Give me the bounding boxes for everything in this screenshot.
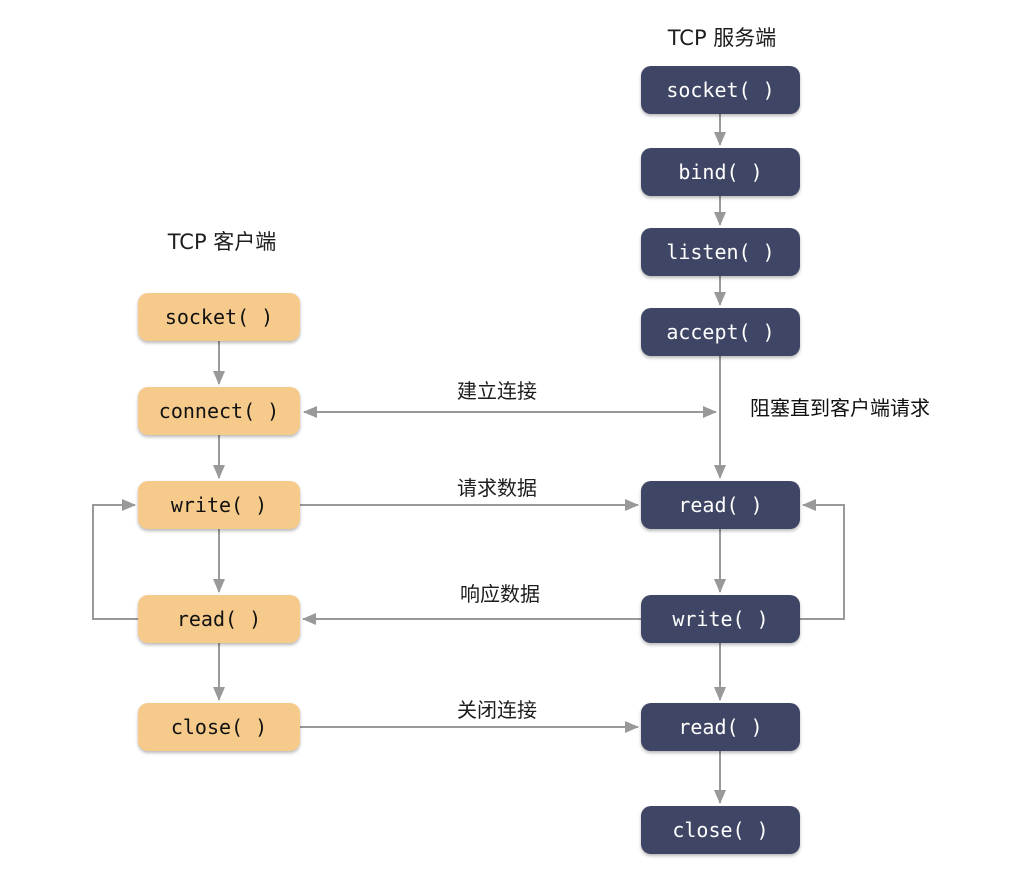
label-response-data: 响应数据: [460, 582, 540, 606]
server-box-accept: accept( ): [641, 308, 800, 356]
client-box-socket: socket( ): [138, 293, 300, 341]
block-until-client-request-note: 阻塞直到客户端请求: [750, 396, 930, 420]
server-box-write: write( ): [641, 595, 800, 643]
server-column-title: TCP 服务端: [667, 26, 777, 50]
client-box-close: close( ): [138, 703, 300, 751]
client-box-connect: connect( ): [138, 387, 300, 435]
server-box-listen: listen( ): [641, 228, 800, 276]
client-box-write: write( ): [138, 481, 300, 529]
client-box-read: read( ): [138, 595, 300, 643]
arrow-server-loop-write-to-read: [800, 499, 845, 620]
server-box-bind: bind( ): [641, 148, 800, 196]
label-close-connection: 关闭连接: [457, 698, 537, 722]
label-request-data: 请求数据: [457, 476, 537, 500]
arrow-client-loop-read-to-write: [92, 499, 138, 620]
server-box-read-1: read( ): [641, 481, 800, 529]
server-box-socket: socket( ): [641, 66, 800, 114]
server-box-close: close( ): [641, 806, 800, 854]
server-box-read-2: read( ): [641, 703, 800, 751]
client-column-title: TCP 客户端: [167, 230, 277, 254]
label-establish-connection: 建立连接: [457, 379, 537, 403]
